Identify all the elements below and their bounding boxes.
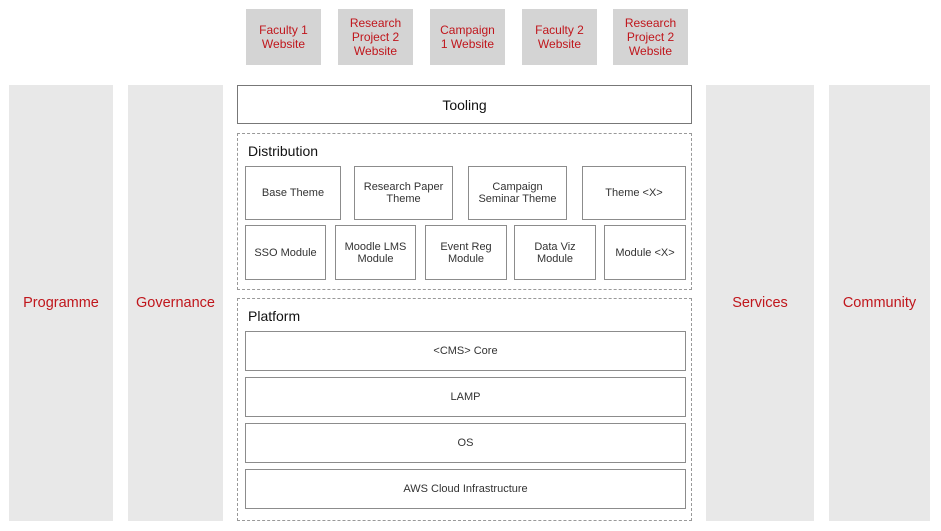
website-faculty-2: Faculty 2 Website xyxy=(522,9,597,65)
platform-layer: <CMS> Core xyxy=(245,331,686,371)
theme-box: Campaign Seminar Theme xyxy=(468,166,567,220)
distribution-title: Distribution xyxy=(248,143,319,159)
module-box: Moodle LMS Module xyxy=(335,225,416,280)
module-box: SSO Module xyxy=(245,225,326,280)
pillar-community: Community xyxy=(829,85,930,521)
platform-layer: AWS Cloud Infrastructure xyxy=(245,469,686,509)
pillar-services: Services xyxy=(706,85,814,521)
website-research-project-2: Research Project 2 Website xyxy=(338,9,413,65)
platform-layer: OS xyxy=(245,423,686,463)
theme-box: Base Theme xyxy=(245,166,341,220)
pillar-programme: Programme xyxy=(9,85,113,521)
platform-group xyxy=(237,298,692,521)
module-box: Data Viz Module xyxy=(514,225,596,280)
website-research-project-2b: Research Project 2 Website xyxy=(613,9,688,65)
module-box: Module <X> xyxy=(604,225,686,280)
distribution-group xyxy=(237,133,692,290)
module-box: Event Reg Module xyxy=(425,225,507,280)
website-faculty-1: Faculty 1 Website xyxy=(246,9,321,65)
tooling-box: Tooling xyxy=(237,85,692,124)
pillar-governance: Governance xyxy=(128,85,223,521)
platform-title: Platform xyxy=(248,308,301,324)
website-campaign-1: Campaign 1 Website xyxy=(430,9,505,65)
theme-box: Theme <X> xyxy=(582,166,686,220)
platform-layer: LAMP xyxy=(245,377,686,417)
theme-box: Research Paper Theme xyxy=(354,166,453,220)
